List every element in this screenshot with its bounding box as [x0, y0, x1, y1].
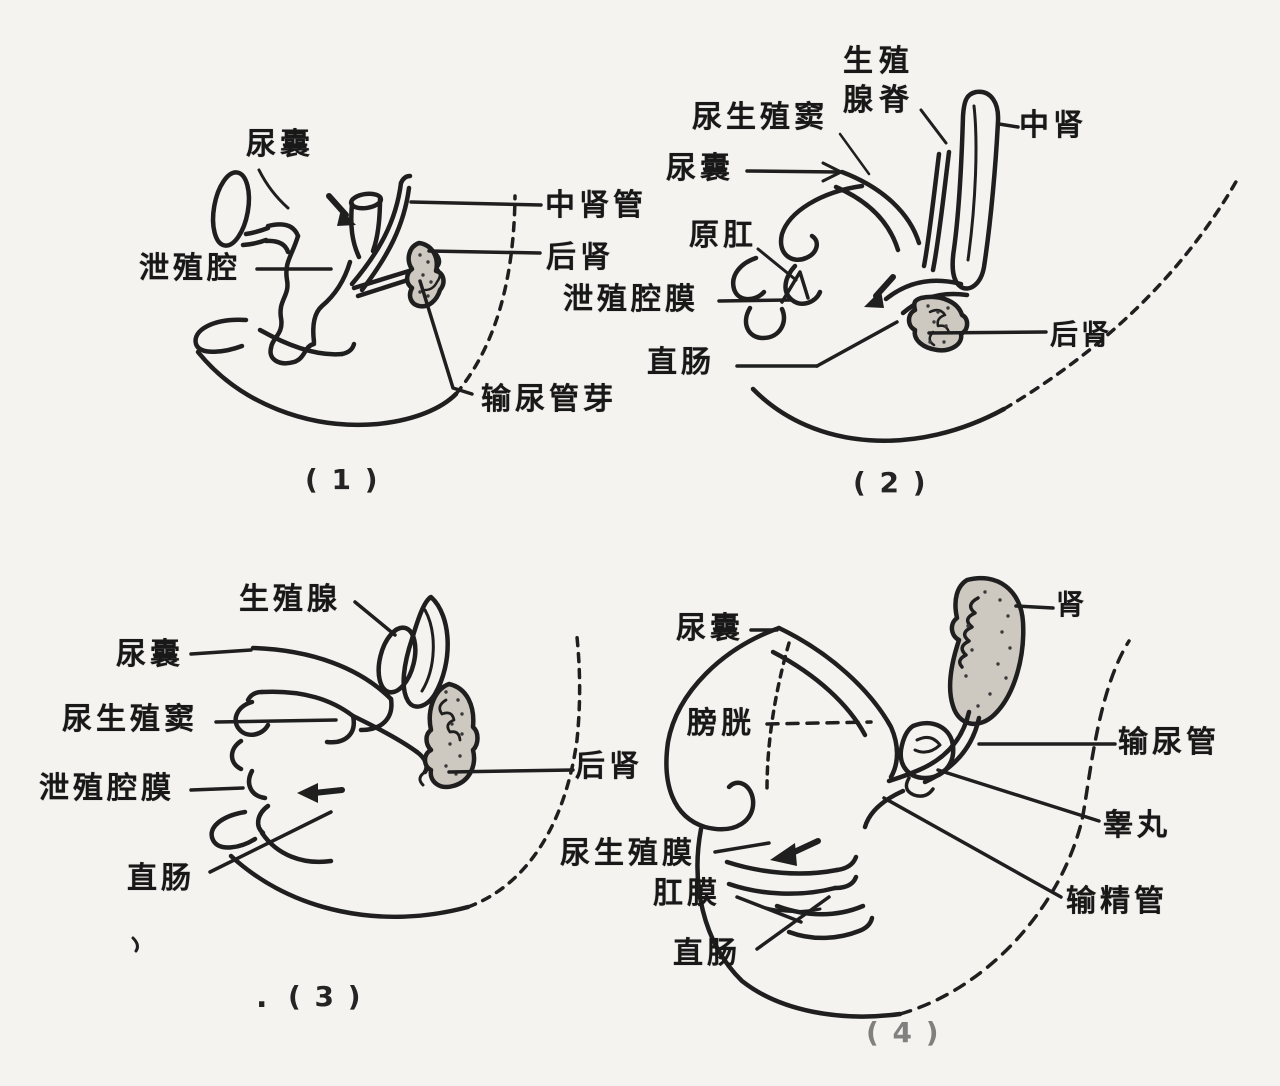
panel-3-drawing [131, 594, 582, 953]
label-urogenital-sinus-p3: 尿生殖窦 [62, 702, 198, 737]
label-rectum-p3: 直肠 [127, 861, 195, 896]
label-cloacal-membrane-p2: 泄殖腔膜 [563, 282, 699, 317]
label-urogenital-membrane-p4: 尿生殖膜 [560, 836, 696, 871]
label-mesonephros-p2: 中肾 [1019, 108, 1087, 143]
stray-dot-mark: . [256, 980, 268, 1015]
label-kidney-p4: 肾 [1056, 588, 1088, 621]
label-ureteric-bud-p1: 输尿管芽 [481, 382, 617, 417]
label-allantois-p4: 尿囊 [676, 611, 744, 646]
panel-3-caption: ( 3 ) [288, 980, 363, 1013]
metanephros-blob-3 [422, 681, 480, 790]
panel-2-drawing [717, 89, 1239, 443]
label-metanephros-p3: 后肾 [575, 749, 643, 784]
label-proctodeum-p2: 原肛 [689, 218, 757, 253]
panel-4-drawing [664, 575, 1131, 1019]
metanephros-blob-1 [404, 240, 446, 309]
label-rectum-p4: 直肠 [673, 936, 741, 971]
label-vas-deferens-p4: 输精管 [1066, 884, 1168, 919]
label-mesonephric-duct-p1: 中肾管 [545, 188, 647, 223]
panel-1-drawing [193, 168, 543, 428]
kidney-blob [947, 575, 1026, 727]
label-metanephros-p2: 后肾 [1050, 318, 1113, 351]
label-testis-p4: 睾丸 [1103, 808, 1171, 843]
panel-4-caption: ( 4 ) [866, 1016, 941, 1049]
yolk-sac-shape [210, 170, 252, 248]
panel-1-caption: ( 1 ) [305, 463, 380, 496]
label-metanephros-p1: 后肾 [546, 240, 614, 275]
label-allantois-p2: 尿囊 [666, 151, 734, 186]
arrow-icon [326, 193, 356, 226]
label-allantois-p1: 尿囊 [246, 127, 314, 162]
label-urogenital-sinus-p2: 尿生殖窦 [692, 100, 828, 135]
label-allantois-p3: 尿囊 [116, 637, 184, 672]
label-rectum-p2: 直肠 [647, 345, 715, 380]
label-ureter-p4: 输尿管 [1118, 725, 1220, 760]
arrow-icon [770, 838, 821, 866]
label-bladder-p4: 膀胱 [687, 706, 755, 741]
label-anal-membrane-p4: 肛膜 [653, 876, 721, 911]
arrow-icon [864, 274, 896, 308]
label-gonad-p3: 生殖腺 [239, 582, 341, 617]
arrow-icon [297, 783, 345, 803]
label-cloaca-p1: 泄殖腔 [139, 251, 241, 286]
label-genital-ridge-p2: 生殖 腺脊 [843, 44, 915, 118]
label-cloacal-membrane-p3: 泄殖腔膜 [39, 771, 175, 806]
panel-2-caption: ( 2 ) [853, 466, 928, 499]
